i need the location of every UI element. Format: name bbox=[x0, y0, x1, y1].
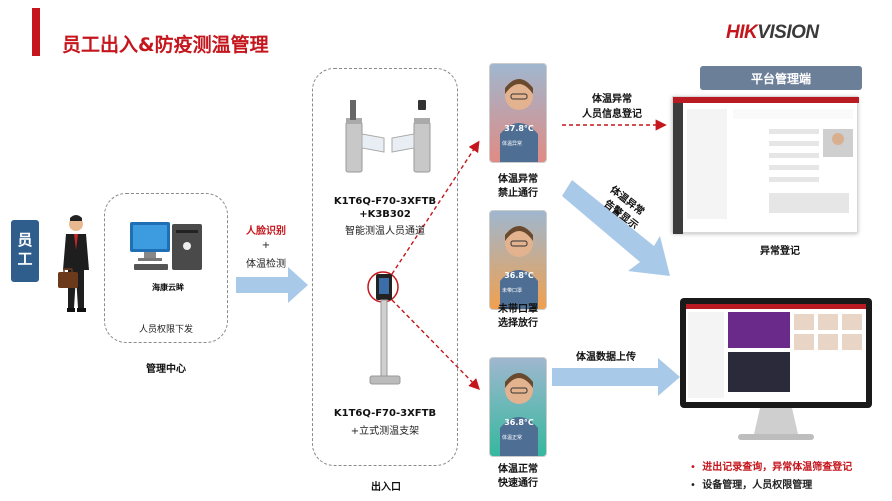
platform-header: 平台管理端 bbox=[700, 66, 862, 90]
abnormal-arrow-label-bottom: 人员信息登记 bbox=[582, 109, 642, 120]
case-nomask-line2: 选择放行 bbox=[498, 318, 538, 329]
upload-arrow bbox=[552, 358, 680, 396]
management-center-box bbox=[104, 193, 228, 343]
gate-addon-label: +K3B302 bbox=[359, 209, 411, 220]
face-photo-icon bbox=[500, 373, 538, 456]
phone-screen-abnormal: 37.8°C 体温异常 bbox=[489, 63, 547, 163]
permission-label: 人员权限下发 bbox=[138, 325, 193, 335]
red-dashed-arrow-up bbox=[391, 140, 480, 275]
monitor-icon bbox=[680, 298, 872, 440]
case-normal-line2: 快速通行 bbox=[498, 478, 538, 489]
temperature-check-label: 体温检测 bbox=[246, 259, 286, 270]
gate-description-label: 智能测温人员通道 bbox=[345, 226, 425, 237]
face-photo-icon bbox=[500, 79, 538, 162]
employee-label-box: 员工 bbox=[11, 220, 39, 282]
platform-caption: 异常登记 bbox=[760, 246, 800, 257]
case-nomask-line1: 未带口罩 bbox=[498, 304, 538, 315]
case-abnormal-line1: 体温异常 bbox=[498, 174, 538, 185]
bullet-item-records: • 进出记录查询，异常体温筛查登记 bbox=[690, 462, 853, 473]
speed-gate-icon bbox=[345, 100, 431, 173]
gate-model-label: K1T6Q-F70-3XFTB bbox=[333, 196, 437, 207]
platform-screenshot bbox=[672, 96, 859, 234]
management-center-label: 管理中心 bbox=[146, 364, 186, 375]
temperature-stand-icon bbox=[369, 274, 401, 385]
abnormal-arrow-label-top: 体温异常 bbox=[592, 94, 632, 105]
case-normal-line1: 体温正常 bbox=[498, 464, 538, 475]
case-abnormal-line2: 禁止通行 bbox=[498, 188, 538, 199]
entrance-label: 出入口 bbox=[371, 482, 401, 493]
alarm-arrow bbox=[562, 180, 670, 276]
computer-icon bbox=[130, 222, 202, 270]
upload-arrow-label: 体温数据上传 bbox=[576, 352, 636, 363]
stand-model-label: K1T6Q-F70-3XFTB bbox=[333, 408, 437, 419]
registration-form-screenshot bbox=[673, 97, 859, 234]
businessman-icon bbox=[58, 215, 89, 312]
plus-label: + bbox=[261, 240, 271, 251]
phone-screen-normal: 36.8°C 体温正常 bbox=[489, 357, 547, 457]
flow-arrow-to-entrance bbox=[236, 267, 308, 303]
cloud-label: 海康云眸 bbox=[152, 283, 184, 292]
bullet-item-devices: • 设备管理，人员权限管理 bbox=[690, 480, 813, 491]
page-title: 员工出入&防疫测温管理 bbox=[62, 34, 269, 56]
face-photo-icon bbox=[500, 226, 538, 309]
hikvision-logo: HIKVISION bbox=[726, 22, 819, 43]
phone-screen-nomask: 36.8°C 未带口罩 bbox=[489, 210, 547, 310]
entrance-box bbox=[312, 68, 458, 466]
title-accent-bar bbox=[32, 8, 40, 56]
stand-description-label: +立式测温支架 bbox=[350, 426, 420, 437]
face-recognition-label: 人脸识别 bbox=[246, 226, 286, 237]
